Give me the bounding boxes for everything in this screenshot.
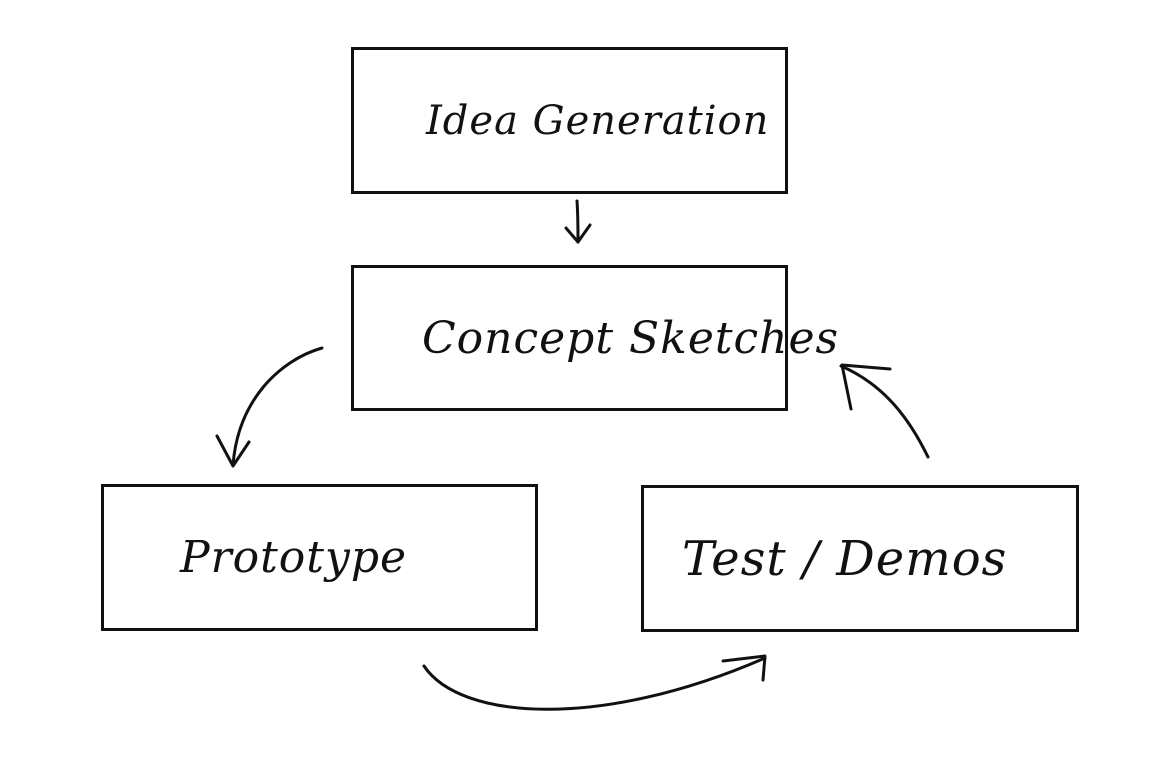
concept-sketches-node: Concept Sketches bbox=[351, 265, 838, 411]
test-demos-node: Test / Demos bbox=[641, 485, 1079, 632]
test-demos-label: Test / Demos bbox=[682, 530, 1008, 587]
prototype-label: Prototype bbox=[180, 532, 408, 583]
arrow-idea-to-concept bbox=[564, 199, 592, 244]
arrow-prototype-to-test bbox=[422, 654, 767, 711]
idea-generation-label: Idea Generation bbox=[426, 97, 770, 144]
concept-sketches-label: Concept Sketches bbox=[422, 312, 840, 364]
arrow-test-to-concept bbox=[839, 363, 930, 459]
prototype-node: Prototype bbox=[101, 484, 538, 631]
idea-generation-node: Idea Generation bbox=[351, 47, 788, 194]
arrow-concept-to-prototype bbox=[215, 346, 324, 468]
